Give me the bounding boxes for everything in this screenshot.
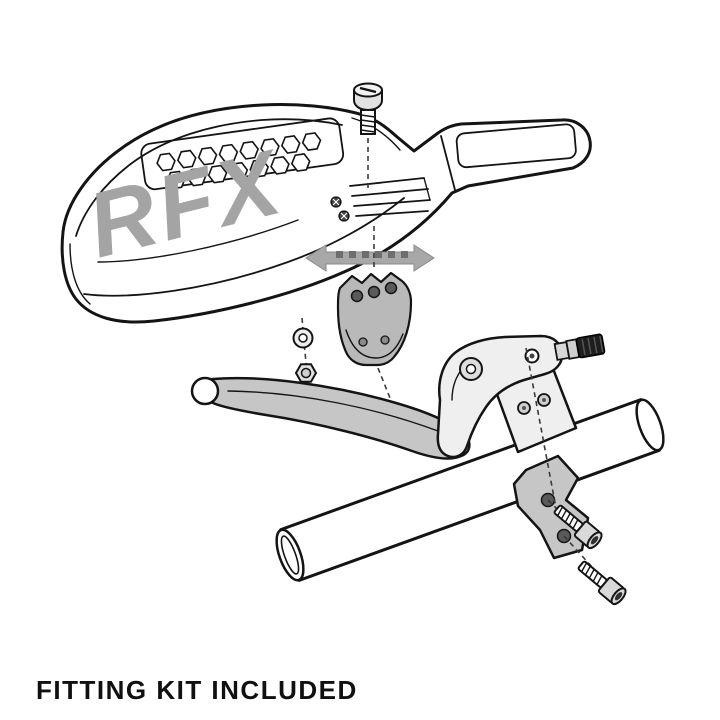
wing-inner-frame bbox=[455, 123, 577, 169]
vent-panel bbox=[140, 117, 345, 191]
bar-end-left bbox=[275, 528, 305, 582]
alignment-line bbox=[377, 367, 391, 399]
wing-junction-line bbox=[440, 135, 456, 191]
mount-fingers bbox=[349, 177, 431, 217]
mount-bracket bbox=[336, 271, 413, 367]
lever-blade bbox=[204, 376, 471, 460]
caption-fitting-kit: FITTING KIT INCLUDED bbox=[36, 675, 358, 705]
clamp-bolt-2 bbox=[577, 560, 627, 606]
screw-slot bbox=[359, 86, 377, 94]
alignment-line bbox=[525, 347, 557, 509]
alignment-line bbox=[563, 535, 621, 599]
slide-adjust-arrow bbox=[305, 244, 435, 272]
washer bbox=[292, 327, 314, 349]
clamp-bolt-1 bbox=[553, 504, 603, 550]
bar-end-right bbox=[635, 398, 665, 452]
handguard: RFX bbox=[60, 102, 592, 324]
brake-lever-assembly bbox=[190, 333, 606, 460]
slide-dashes bbox=[336, 251, 408, 258]
lock-nut bbox=[294, 363, 318, 383]
mounting-screw bbox=[353, 82, 383, 192]
guard-mount-screws bbox=[330, 196, 350, 222]
lever-ball-end bbox=[190, 376, 220, 406]
barrel-adjuster bbox=[553, 333, 606, 361]
